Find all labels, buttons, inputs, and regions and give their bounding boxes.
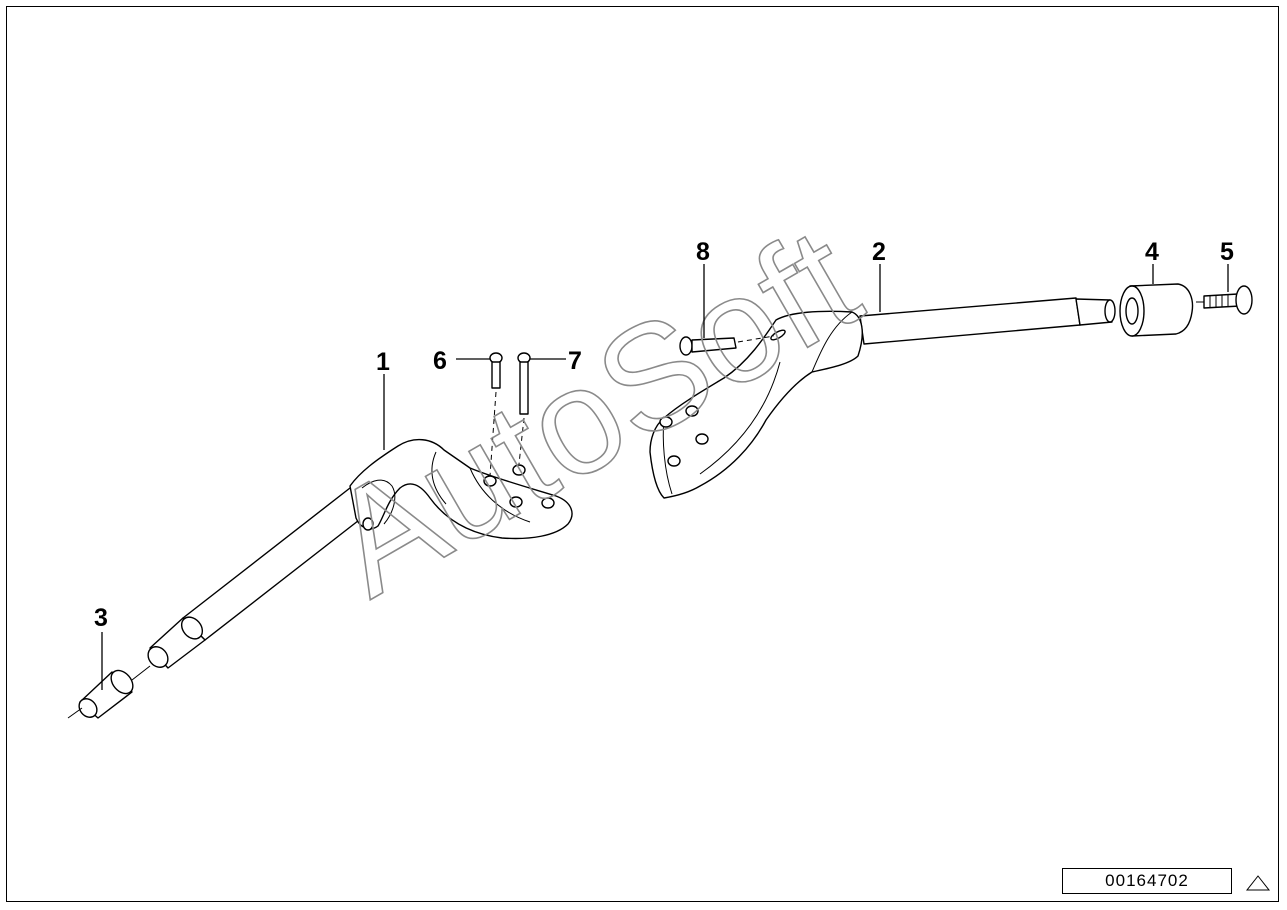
- part-3-end-sleeve: [67, 665, 151, 719]
- callout-6: 6: [433, 347, 447, 375]
- part-1-left-handlebar: [147, 439, 573, 669]
- reference-number-box: 00164702: [1062, 868, 1232, 894]
- part-5-screw: [1196, 285, 1253, 315]
- part-7-screw: [517, 352, 531, 465]
- diagram-frame: [6, 6, 1279, 902]
- part-2-right-handlebar: [649, 297, 1116, 499]
- callout-1: 1: [376, 348, 390, 376]
- callout-3: 3: [94, 604, 108, 632]
- part-8-screw: [679, 335, 775, 356]
- reference-number: 00164702: [1105, 871, 1189, 890]
- callout-5: 5: [1220, 238, 1234, 266]
- watermark-text: AutoSoft: [302, 195, 884, 628]
- callout-8: 8: [696, 238, 710, 266]
- callout-2: 2: [872, 238, 886, 266]
- leader-lines: [101, 264, 1229, 690]
- callout-4: 4: [1145, 238, 1159, 266]
- part-6-screw: [489, 352, 503, 477]
- triangle-icon: [1245, 875, 1271, 891]
- part-4-bar-end-weight: [1119, 283, 1194, 337]
- callout-7: 7: [568, 347, 582, 375]
